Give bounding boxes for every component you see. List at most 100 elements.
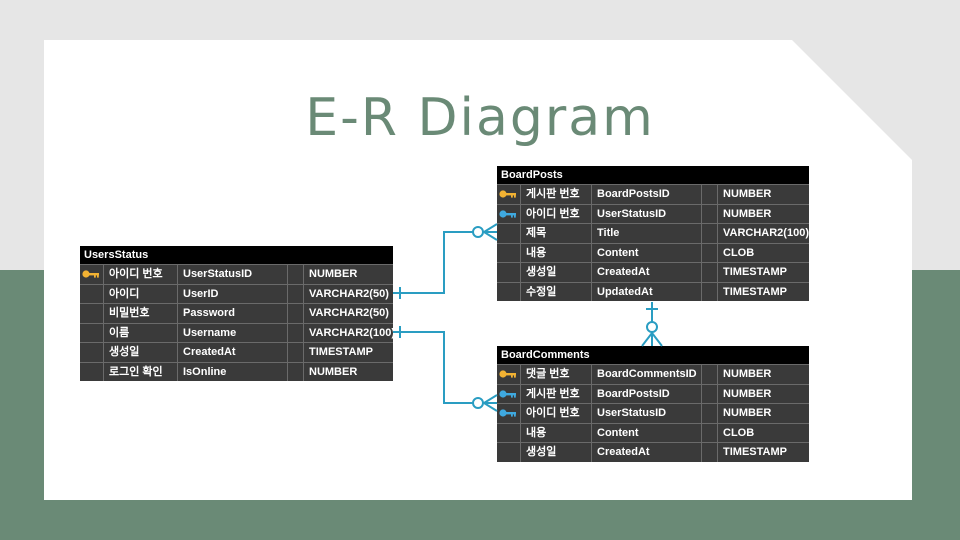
table-header: BoardComments — [497, 346, 809, 364]
column-label: 생성일 — [104, 343, 178, 362]
column-type: CLOB — [723, 246, 755, 259]
column-label: 댓글 번호 — [521, 365, 592, 384]
column-label: 제목 — [521, 224, 592, 243]
column-label: 아이디 — [104, 284, 178, 303]
column-name: Content — [592, 243, 702, 262]
column-type: CLOB — [723, 426, 755, 439]
column-type: TIMESTAMP — [723, 285, 787, 298]
key-cell — [80, 284, 104, 303]
column-type: NUMBER — [309, 268, 358, 280]
column-name: CreatedAt — [592, 263, 702, 282]
key-cell — [80, 362, 104, 381]
key-cell — [80, 343, 104, 362]
key-cell — [497, 243, 521, 262]
column-label: 게시판 번호 — [521, 384, 592, 403]
primary-key-icon — [497, 185, 521, 204]
column-type: NUMBER — [723, 188, 772, 200]
column-label: 로그인 확인 — [104, 362, 178, 381]
column-spacer — [702, 204, 718, 223]
column-spacer — [702, 443, 718, 462]
primary-key-icon — [80, 265, 104, 284]
primary-key-icon — [497, 365, 521, 384]
column-name: Title — [592, 224, 702, 243]
key-cell — [80, 304, 104, 323]
column-type: VARCHAR2(100) — [309, 326, 393, 339]
key-cell — [497, 423, 521, 442]
foreign-key-icon — [497, 204, 521, 223]
column-name: BoardCommentsID — [592, 365, 702, 384]
column-spacer — [702, 263, 718, 282]
column-type: TIMESTAMP — [309, 346, 373, 358]
key-cell — [497, 224, 521, 243]
column-type: TIMESTAMP — [723, 446, 787, 458]
column-name: UserID — [178, 284, 288, 303]
table-header: UsersStatus — [80, 246, 393, 264]
column-label: 내용 — [521, 423, 592, 442]
column-spacer — [702, 243, 718, 262]
column-spacer — [702, 423, 718, 442]
column-label: 아이디 번호 — [104, 265, 178, 284]
column-label: 비밀번호 — [104, 304, 178, 323]
column-label: 수정일 — [521, 282, 592, 301]
column-label: 이름 — [104, 323, 178, 342]
column-type: NUMBER — [723, 387, 772, 400]
column-label: 아이디 번호 — [521, 404, 592, 423]
foreign-key-icon — [497, 384, 521, 403]
column-label: 내용 — [521, 243, 592, 262]
column-spacer — [702, 282, 718, 301]
column-label: 생성일 — [521, 263, 592, 282]
column-type: NUMBER — [723, 407, 772, 419]
key-cell — [497, 443, 521, 462]
column-type: VARCHAR2(50) — [309, 307, 389, 319]
column-label: 게시판 번호 — [521, 185, 592, 204]
column-type: TIMESTAMP — [723, 266, 787, 278]
column-name: CreatedAt — [178, 343, 288, 362]
column-spacer — [288, 362, 304, 381]
column-type: VARCHAR2(50) — [309, 287, 389, 300]
column-type: NUMBER — [723, 368, 772, 380]
key-cell — [497, 263, 521, 282]
column-spacer — [702, 224, 718, 243]
column-spacer — [702, 384, 718, 403]
column-name: UpdatedAt — [592, 282, 702, 301]
column-name: UserStatusID — [592, 404, 702, 423]
column-label: 생성일 — [521, 443, 592, 462]
column-type: VARCHAR2(100) — [723, 227, 809, 239]
column-name: UserStatusID — [178, 265, 288, 284]
column-spacer — [288, 343, 304, 362]
column-spacer — [288, 323, 304, 342]
slide-title: E-R Diagram — [305, 88, 655, 148]
column-name: BoardPostsID — [592, 384, 702, 403]
column-name: CreatedAt — [592, 443, 702, 462]
column-type: NUMBER — [723, 207, 772, 220]
column-name: Password — [178, 304, 288, 323]
column-type: NUMBER — [309, 365, 358, 378]
column-label: 아이디 번호 — [521, 204, 592, 223]
column-spacer — [702, 185, 718, 204]
key-cell — [80, 323, 104, 342]
column-name: Username — [178, 323, 288, 342]
column-spacer — [288, 265, 304, 284]
